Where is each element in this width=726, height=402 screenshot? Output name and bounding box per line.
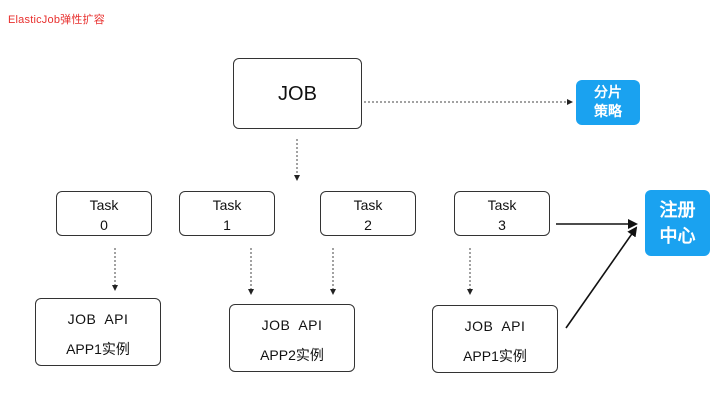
strategy-label-line1: 分片 (594, 84, 622, 100)
app-instance-node-2: JOB API APP2实例 (229, 304, 355, 372)
app-instance-node-1: JOB API APP1实例 (35, 298, 161, 366)
job-node: JOB (233, 58, 362, 129)
app-api-label: JOB API (67, 311, 129, 327)
app-api-label: JOB API (464, 318, 526, 334)
strategy-label-line2: 策略 (594, 103, 622, 119)
app-instance-node-3: JOB API APP1实例 (432, 305, 558, 373)
task-name: Task (212, 197, 242, 213)
task-index: 3 (498, 217, 506, 233)
job-label: JOB (278, 83, 317, 105)
task-node-3: Task 3 (454, 191, 550, 236)
registry-label-line1: 注册 (659, 200, 696, 220)
task-node-1: Task 1 (179, 191, 275, 236)
task-node-2: Task 2 (320, 191, 416, 236)
task-name: Task (89, 197, 119, 213)
page-title: ElasticJob弹性扩容 (8, 14, 105, 26)
sharding-strategy-node: 分片 策略 (576, 80, 640, 125)
task-index: 2 (364, 217, 372, 233)
task-name: Task (487, 197, 517, 213)
app-instance-label: APP1实例 (66, 341, 130, 357)
app-instance-label: APP2实例 (260, 347, 324, 363)
app-instance-label: APP1实例 (463, 348, 527, 364)
task-index: 0 (100, 217, 108, 233)
registry-label-line2: 中心 (659, 226, 696, 246)
registry-center-node: 注册 中心 (645, 190, 710, 256)
app-api-label: JOB API (261, 317, 323, 333)
connector-app3-to-registry (565, 226, 638, 329)
task-index: 1 (223, 217, 231, 233)
task-name: Task (353, 197, 383, 213)
task-node-0: Task 0 (56, 191, 152, 236)
